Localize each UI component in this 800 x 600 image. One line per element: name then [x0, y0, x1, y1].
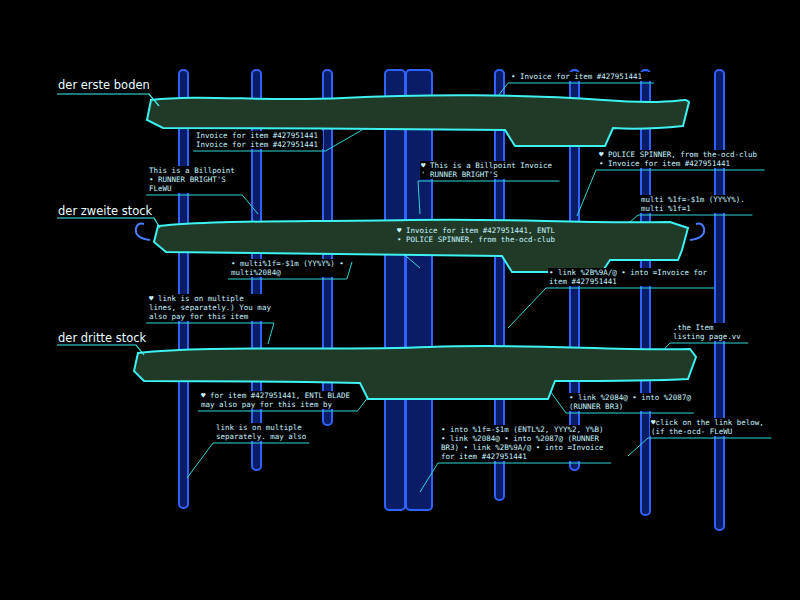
leader-line [268, 323, 274, 344]
leader-line [546, 288, 715, 289]
post [406, 70, 432, 510]
annotation: ♥click on the link below, (if the-ocd- F… [650, 418, 769, 436]
leader-line [670, 343, 748, 344]
annotation: ♥ link is on multiple lines, separately.… [148, 294, 272, 321]
leader-line [508, 288, 546, 328]
leader-line [566, 413, 694, 414]
leader-line [438, 463, 611, 464]
leader-line [347, 262, 352, 279]
annotation: • into %1f=-$1m (ENTL%2, YYY%2, Y%B) • l… [440, 425, 609, 461]
leader-line [213, 443, 309, 444]
annotation: ♥ Invoice for item #427951441, ENTL • PO… [396, 226, 561, 244]
shelf-heading: der zweite stock [58, 204, 152, 218]
annotation: • link %2084@ • into %2087@ (RUNNER BR3) [568, 393, 692, 411]
annotation: multi %1f=-$1m (YY%Y%). multi %1f=1 [640, 195, 750, 213]
annotation: ♥ POLICE SPINNER, from the-ocd-club • In… [598, 150, 763, 168]
leader-line [508, 83, 654, 84]
leader-line [628, 438, 648, 456]
annotation: ♥ for item #427951441, ENTL BLADE may al… [200, 391, 356, 409]
leader-line [146, 323, 274, 324]
leader-line [193, 151, 325, 152]
leader-line [242, 195, 258, 214]
shelf-heading: der erste boden [58, 78, 150, 92]
leader-line [577, 170, 596, 216]
annotation: link is on multiple separately. may also [215, 423, 307, 441]
leader-line [187, 443, 213, 478]
post [385, 70, 405, 510]
heading-leader [57, 94, 159, 106]
leader-line [325, 130, 362, 151]
annotation: • multi%1f=-$1m (YY%Y%) • multi%2084@ [230, 259, 345, 277]
annotation: ♥ This is a Billpoint Invoice ' RUNNER B… [420, 161, 557, 179]
shelf-heading: der dritte stock [58, 331, 146, 345]
leader-line [418, 181, 559, 182]
annotation: • Invoice for item #427951441 [510, 72, 652, 81]
annotation: Invoice for item #427951441 Invoice for … [195, 131, 323, 149]
post [179, 70, 188, 508]
post [641, 70, 650, 515]
leader-line [418, 181, 420, 214]
leader-line [420, 463, 438, 492]
hook [136, 224, 150, 241]
annotation: • link %2B%9A/@ • into =Invoice for item… [548, 268, 713, 286]
annotation: This is a Billpoint • RUNNER BRIGHT'S FL… [148, 166, 240, 193]
leader-line [648, 438, 771, 439]
leader-line [596, 170, 765, 171]
hook [690, 224, 704, 241]
heading-leader [57, 345, 144, 355]
post [715, 70, 724, 530]
heading-leader [57, 218, 160, 228]
leader-line [638, 215, 752, 216]
leader-line [146, 195, 242, 196]
annotation: .the Item listing page.vv [672, 323, 746, 341]
leader-line [198, 411, 358, 412]
leader-line [228, 279, 347, 280]
